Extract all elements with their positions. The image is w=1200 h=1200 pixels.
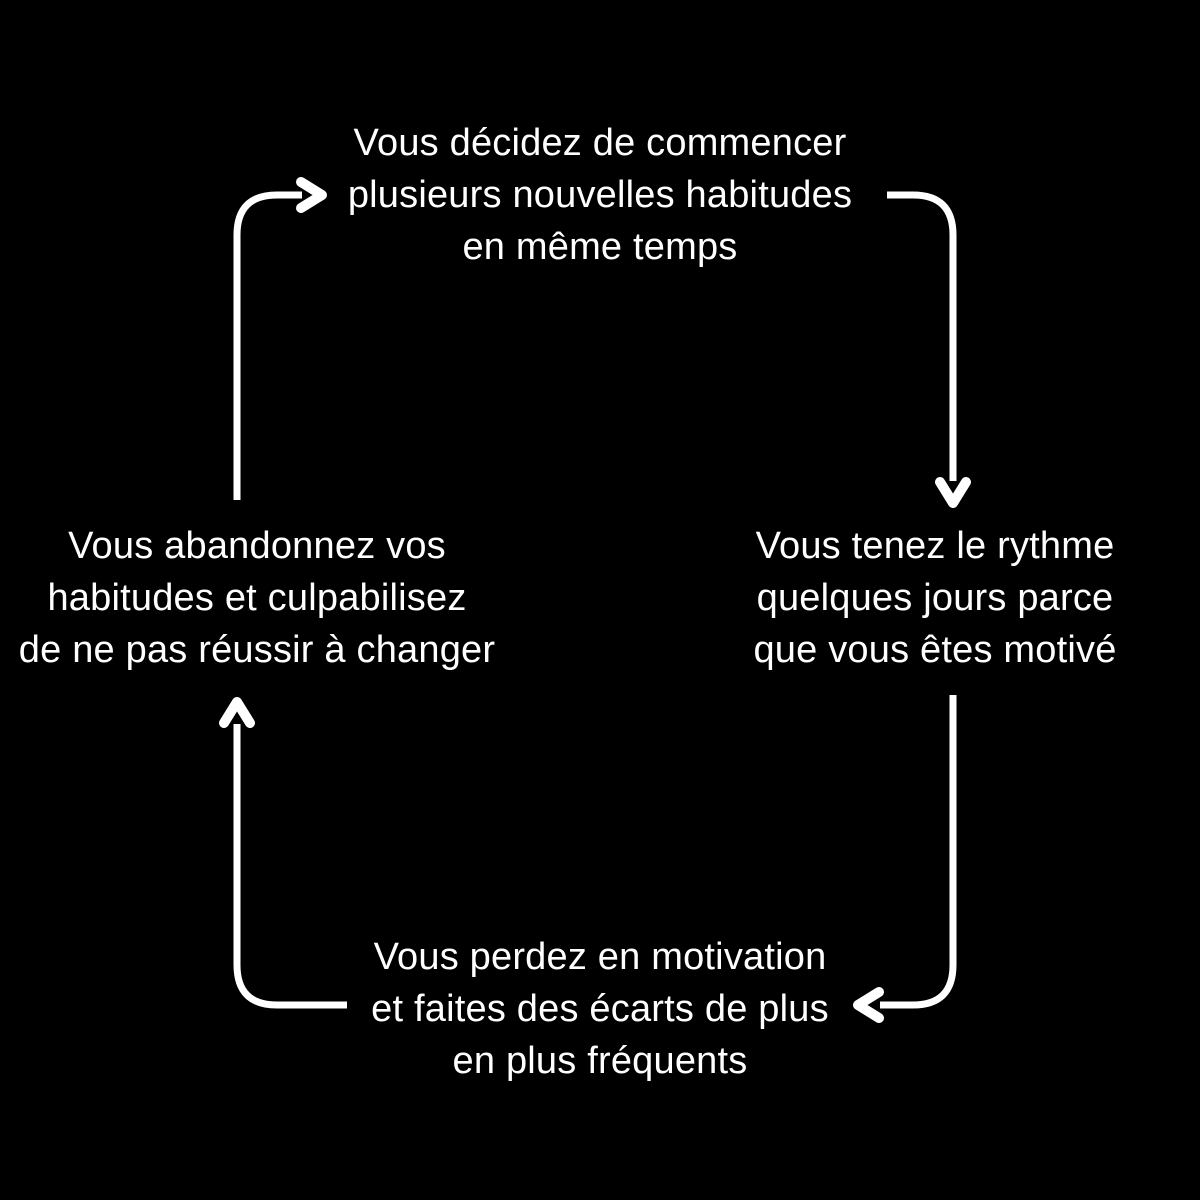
arrow-shaft [233, 724, 347, 1009]
arrowhead-down-icon [935, 477, 971, 508]
node-top-start-habits: Vous décidez de commencer plusieurs nouv… [300, 117, 900, 273]
node-line: de ne pas réussir à changer [18, 629, 496, 671]
node-line: quelques jours parce [756, 577, 1114, 619]
arrow-bottom-to-left [219, 697, 347, 1009]
arrowhead-right-icon [296, 177, 327, 213]
node-line: Vous tenez le rythme [755, 525, 1115, 567]
node-line: plusieurs nouvelles habitudes [347, 174, 853, 216]
node-bottom-lose-motivation: Vous perdez en motivation et faites des … [340, 931, 860, 1087]
node-right-keep-pace: Vous tenez le rythme quelques jours parc… [725, 520, 1145, 676]
arrowhead-up-icon [219, 697, 255, 728]
node-line: Vous décidez de commencer [353, 122, 847, 164]
node-line: et faites des écarts de plus [371, 988, 829, 1030]
arrow-shaft [880, 695, 957, 1009]
node-line: Vous perdez en motivation [373, 936, 827, 978]
arrow-shaft [887, 191, 957, 481]
arrow-left-to-top [233, 177, 327, 500]
node-left-abandon-habits: Vous abandonnez vos habitudes et culpabi… [0, 520, 514, 676]
arrow-top-to-right [887, 191, 971, 508]
arrowhead-left-icon [853, 987, 884, 1023]
node-line: que vous êtes motivé [753, 629, 1117, 671]
node-line: en même temps [462, 226, 738, 268]
node-line: habitudes et culpabilisez [47, 577, 467, 619]
arrow-shaft [233, 191, 302, 500]
node-line: Vous abandonnez vos [68, 525, 446, 567]
node-line: en plus fréquents [452, 1040, 748, 1082]
arrow-right-to-bottom [853, 695, 957, 1023]
